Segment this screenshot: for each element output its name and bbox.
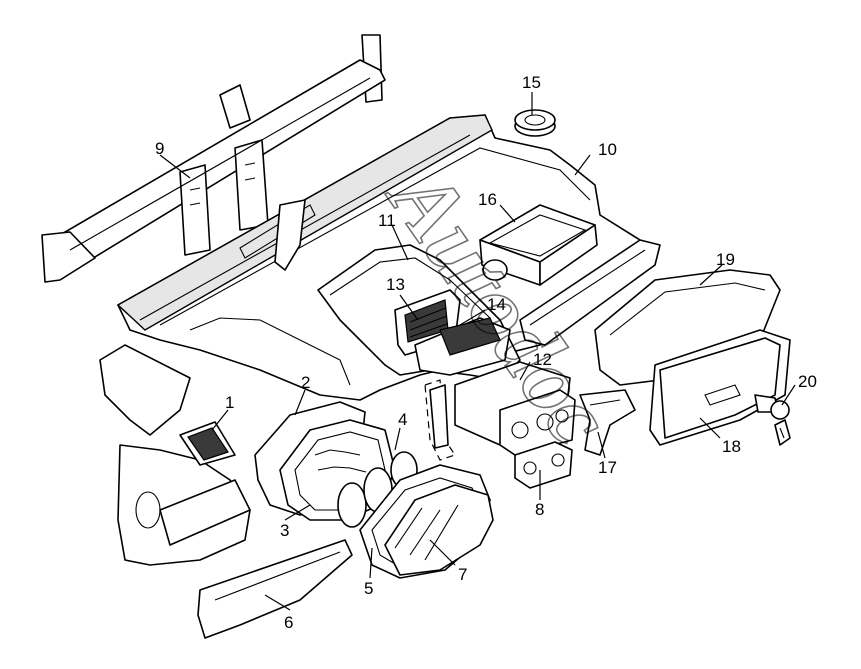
callout-13-center-vents: 13 [386, 275, 405, 294]
center-support-bracket [424, 379, 456, 461]
callout-4-gauge-rings: 4 [398, 410, 407, 429]
callout-3-cluster-housing: 3 [280, 521, 289, 540]
cluster-lens [384, 484, 494, 576]
vent-assembly [394, 289, 511, 376]
callout-2-instrument-cluster: 2 [301, 373, 310, 392]
callout-6-lower-trim-panel: 6 [284, 613, 293, 632]
callout-19-glovebox-housing: 19 [716, 250, 735, 269]
callout-5-cluster-bezel: 5 [364, 579, 373, 598]
glovebox [649, 329, 791, 446]
callout-17-bracket: 17 [598, 458, 617, 477]
callout-12-heater-control: 12 [533, 350, 552, 369]
callout-labels: 9 10 15 16 11 13 14 12 19 18 20 17 8 7 5… [155, 73, 817, 632]
leader-lines [159, 92, 796, 611]
lock-and-key [754, 394, 791, 446]
speaker [514, 109, 556, 137]
switch-panel [514, 441, 573, 489]
callout-15-speaker: 15 [522, 73, 541, 92]
callout-8-switch-panel: 8 [535, 500, 544, 519]
right-trim-strip [519, 239, 661, 346]
right-bracket [579, 389, 636, 456]
callout-9-crossmember: 9 [155, 139, 164, 158]
airbag-module [479, 204, 598, 286]
heater-control [454, 361, 576, 456]
callout-14-vent-assembly: 14 [487, 295, 506, 314]
callout-11-center-console-housing: 11 [378, 211, 396, 230]
callout-10-dashboard-panel: 10 [598, 140, 617, 159]
callout-7-cluster-lens: 7 [458, 565, 467, 584]
callout-18-glovebox: 18 [722, 437, 741, 456]
callout-20-lock-and-key: 20 [798, 372, 817, 391]
side-vent [179, 421, 236, 466]
crossmember-beam [41, 34, 386, 283]
callout-1-side-vent: 1 [225, 393, 234, 412]
callout-16-airbag-module: 16 [478, 190, 497, 209]
lower-trim-panel [159, 479, 353, 639]
